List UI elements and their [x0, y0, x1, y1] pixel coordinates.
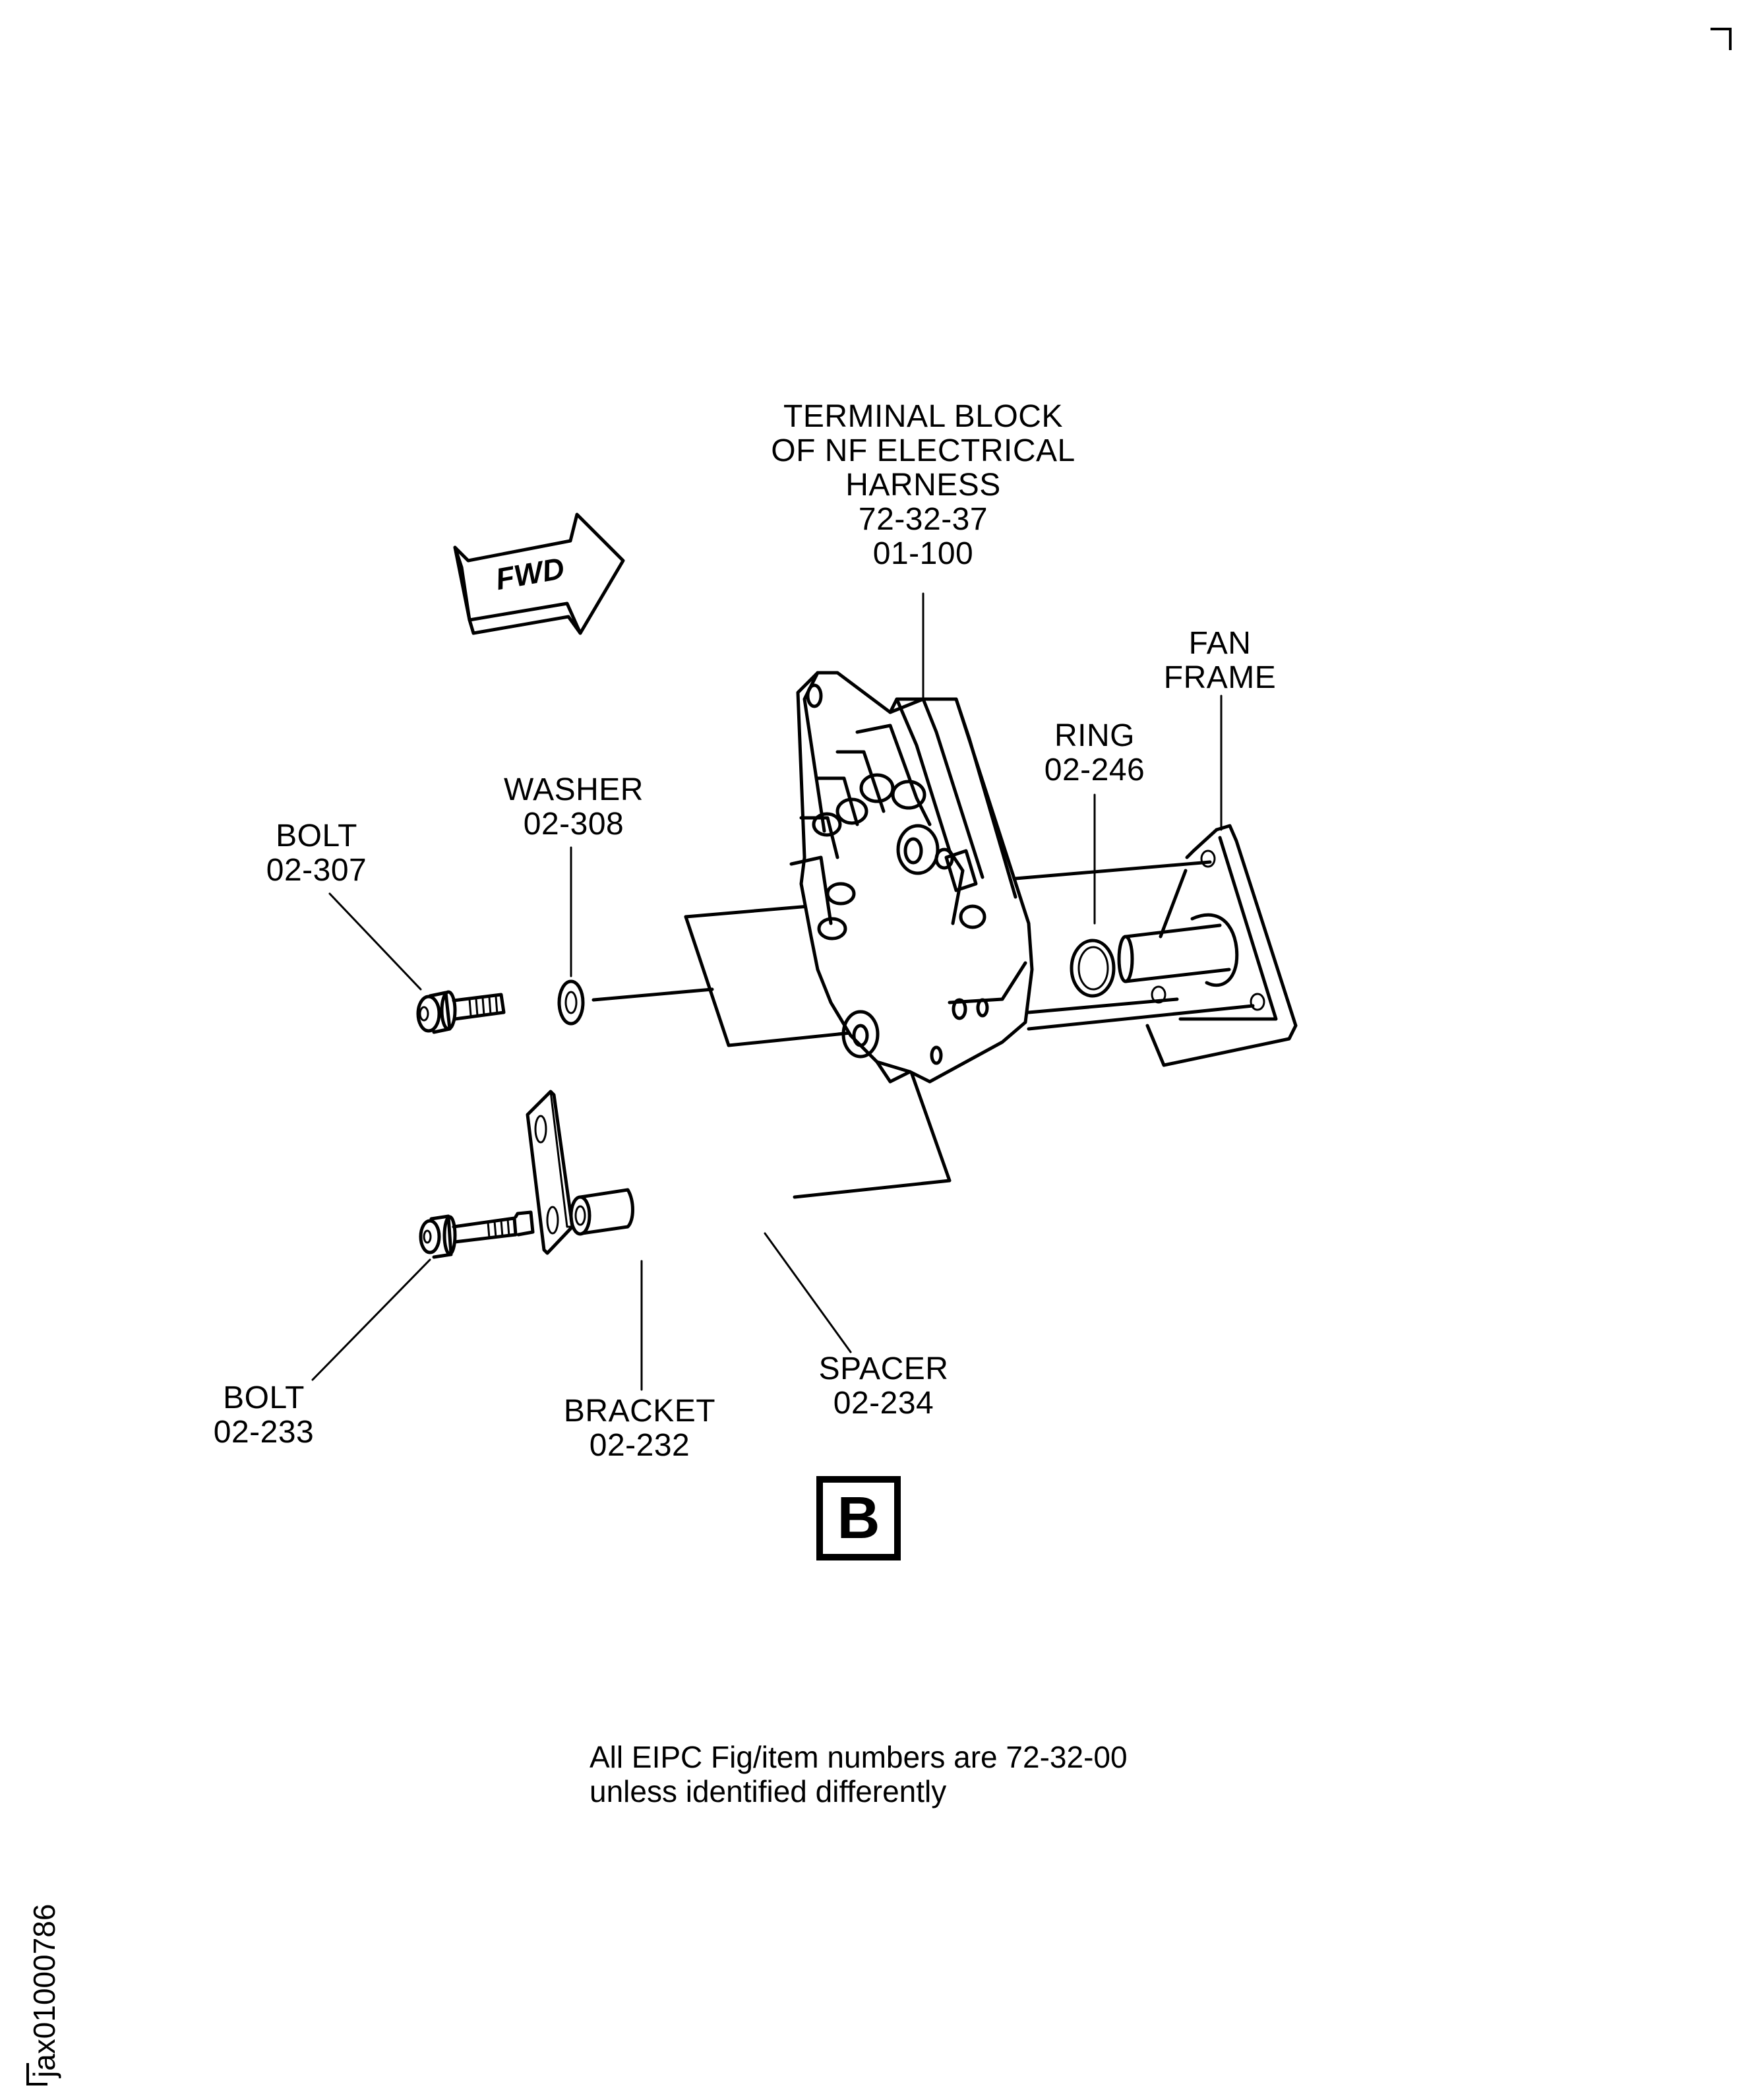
bolt-upper-part	[416, 990, 506, 1034]
callout-bracket-name: BRACKET	[563, 1394, 716, 1429]
callout-washer-item: 02-308	[523, 807, 624, 842]
fwd-arrow-icon: FWD	[453, 512, 625, 635]
callout-bolt-upper: BOLT 02-307	[251, 819, 382, 888]
callout-bolt-lower-item: 02-233	[213, 1415, 315, 1450]
callout-spacer-item: 02-234	[833, 1386, 934, 1421]
callout-fan-frame: FAN FRAME	[1147, 627, 1292, 695]
leader-lines	[311, 592, 1223, 1391]
callout-bolt-lower: BOLT 02-233	[198, 1381, 330, 1450]
callout-terminal-block-line3: HARNESS	[845, 468, 1001, 503]
view-label-text: B	[837, 1485, 880, 1551]
callout-terminal-block: TERMINAL BLOCK OF NF ELECTRICAL HARNESS …	[752, 400, 1095, 571]
callout-bracket: BRACKET 02-232	[547, 1394, 732, 1463]
eipc-note-line2: unless identified differently	[590, 1774, 947, 1808]
bolt-lower-part	[419, 1210, 535, 1259]
callout-bolt-upper-name: BOLT	[276, 818, 357, 853]
eipc-note-line1: All EIPC Fig/item numbers are 72-32-00	[590, 1740, 1128, 1774]
callout-terminal-block-ref: 72-32-37	[858, 502, 988, 537]
spacer-part	[569, 1188, 634, 1236]
callout-washer-name: WASHER	[504, 772, 644, 807]
callout-terminal-block-line1: TERMINAL BLOCK	[783, 399, 1063, 434]
callout-spacer: SPACER 02-234	[798, 1352, 969, 1421]
callout-ring-name: RING	[1054, 718, 1135, 753]
callout-terminal-block-line2: OF NF ELECTRICAL	[771, 433, 1075, 468]
drawing-id: jax01000786	[27, 1903, 61, 2078]
ring-part	[1070, 939, 1116, 998]
fwd-arrow-text: FWD	[493, 551, 567, 596]
washer-part	[557, 979, 585, 1026]
callout-ring-item: 02-246	[1044, 753, 1145, 788]
callout-bolt-upper-item: 02-307	[266, 853, 367, 888]
leader-bolt-upper	[328, 892, 422, 991]
callout-washer: WASHER 02-308	[488, 773, 659, 842]
callout-fan-frame-line2: FRAME	[1163, 660, 1277, 695]
view-label-box: B	[816, 1476, 901, 1560]
callout-ring: RING 02-246	[1035, 719, 1154, 788]
callout-spacer-name: SPACER	[818, 1351, 949, 1386]
callout-bracket-item: 02-232	[589, 1428, 690, 1463]
crop-mark-top-right	[1711, 28, 1732, 50]
callout-terminal-block-item: 01-100	[872, 536, 974, 571]
bracket-part	[526, 1090, 574, 1255]
eipc-note: All EIPC Fig/item numbers are 72-32-00 u…	[590, 1740, 1128, 1808]
terminal-block-part	[789, 671, 1034, 1084]
leader-bolt-lower	[311, 1258, 431, 1381]
callout-fan-frame-line1: FAN	[1188, 626, 1252, 661]
crop-mark-bottom-left	[26, 2063, 47, 2085]
leader-spacer	[764, 1232, 852, 1353]
fan-frame-part	[1117, 824, 1298, 1067]
callout-bolt-lower-name: BOLT	[223, 1380, 305, 1415]
